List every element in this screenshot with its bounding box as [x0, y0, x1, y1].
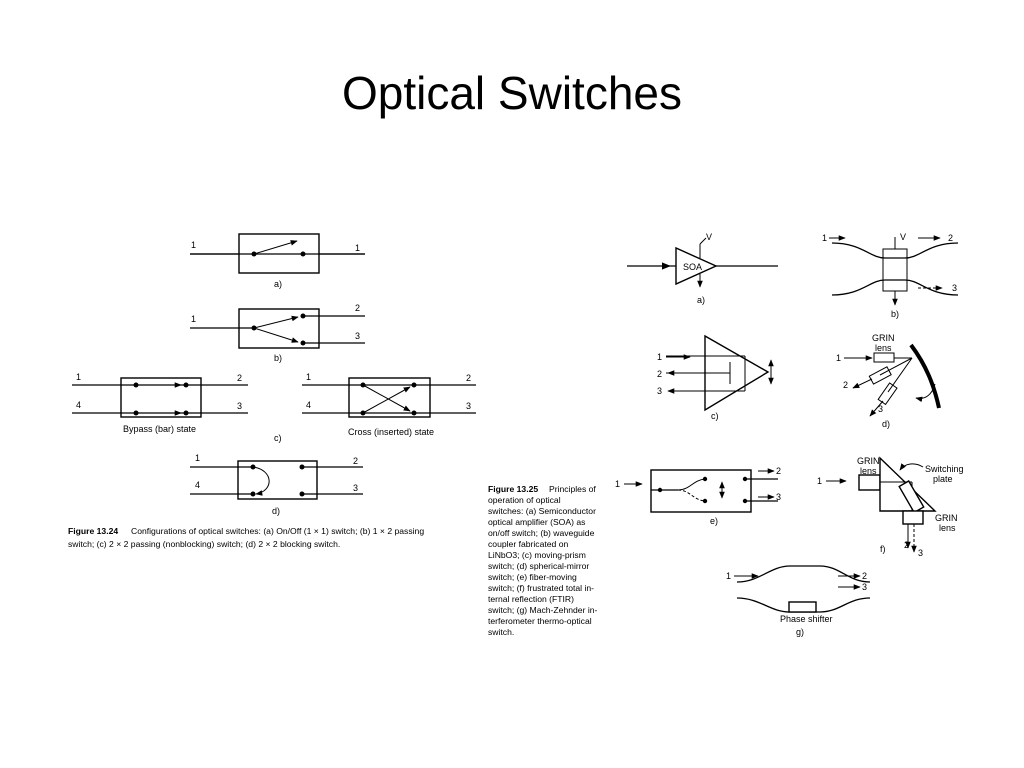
port-label: 1: [657, 352, 662, 362]
lens-label: lens: [939, 523, 956, 533]
port-label: 2: [948, 233, 953, 243]
port-label: 3: [952, 283, 957, 293]
caption-line: terferometer thermo-optical: [488, 616, 592, 626]
switch-b-1x2: 1 2 3 b): [190, 303, 365, 363]
diagram-label: e): [710, 516, 718, 526]
port-label: 3: [466, 401, 471, 411]
spherical-mirror-d: GRIN lens 1 2 3 d): [836, 333, 941, 429]
diagram-label: g): [796, 627, 804, 637]
voltage-label: V: [900, 232, 906, 242]
port-label: 1: [191, 314, 196, 324]
switching-label: Switching: [925, 464, 964, 474]
lens-label: lens: [875, 343, 892, 353]
port-label: 1: [615, 479, 620, 489]
port-label: 2: [237, 373, 242, 383]
diagram-label: b): [891, 309, 899, 319]
port-label: 3: [355, 331, 360, 341]
diagram-label: c): [711, 411, 719, 421]
caption-line: switch; (e) fiber-moving: [488, 572, 577, 582]
port-label: 1: [195, 453, 200, 463]
mach-zehnder-g: 1 2 3 Phase shifter g): [726, 565, 871, 637]
fig-13-25: SOA V a) 1 V 2 3 b) 1 2: [488, 232, 964, 637]
switch-d-blocking: 1 4 2 3 d): [190, 453, 363, 516]
caption-line: switches: (a) Semiconductor: [488, 506, 596, 516]
caption-line: switch; (f) frustrated total in-: [488, 583, 594, 593]
port-label: 2: [466, 373, 471, 383]
switch-c-bypass: 1 4 2 3 Bypass (bar) state: [72, 372, 248, 434]
figure-13-24-caption-line2: switch; (c) 2 × 2 passing (nonblocking) …: [68, 539, 340, 549]
diagram-label: a): [274, 279, 282, 289]
caption-line: optical amplifier (SOA) as: [488, 517, 585, 527]
fiber-moving-e: 1 2 3 e): [615, 466, 781, 526]
port-label: 1: [76, 372, 81, 382]
caption-line: operation of optical: [488, 495, 561, 505]
port-label: 1: [306, 372, 311, 382]
switch-c-cross: 1 4 2 3 Cross (inserted) state: [302, 372, 476, 437]
slide-title: Optical Switches: [341, 67, 682, 119]
port-label: 3: [776, 492, 781, 502]
switch-a-on-off: 1 1 a): [190, 233, 365, 289]
phase-shifter-label: Phase shifter: [780, 614, 833, 624]
caption-line: switch.: [488, 627, 514, 637]
caption-line: Principles of: [549, 484, 596, 494]
port-label: 1: [817, 476, 822, 486]
grin-label: GRIN: [872, 333, 895, 343]
caption-line: switch; (g) Mach-Zehnder in-: [488, 605, 598, 615]
port-label: 3: [353, 483, 358, 493]
fig-13-24: 1 1 a) 1 2 3 b): [68, 233, 476, 549]
port-label: 1: [726, 571, 731, 581]
diagram-label: d): [882, 419, 890, 429]
figure-13-25-caption-title: Figure 13.25: [488, 484, 538, 494]
port-label: 2: [776, 466, 781, 476]
grin-label: GRIN: [935, 513, 958, 523]
port-label: 3: [918, 548, 923, 558]
port-label: 3: [237, 401, 242, 411]
port-label: 3: [862, 582, 867, 592]
port-label: 1: [836, 353, 841, 363]
caption-line: switch; (d) spherical-mirror: [488, 561, 589, 571]
grin-label: GRIN: [857, 456, 880, 466]
diagram-label: a): [697, 295, 705, 305]
figure-13-25-caption: Figure 13.25 Principles of operation of …: [488, 484, 598, 637]
lens-label: lens: [860, 466, 877, 476]
figure-13-24-caption: Figure 13.24: [68, 526, 118, 536]
port-label: 1: [822, 233, 827, 243]
bypass-state-label: Bypass (bar) state: [123, 424, 196, 434]
port-label: 2: [862, 571, 867, 581]
port-label: 2: [904, 540, 909, 550]
port-label: 2: [355, 303, 360, 313]
cross-state-label: Cross (inserted) state: [348, 427, 434, 437]
soa-switch-a: SOA V a): [627, 232, 778, 305]
moving-prism-c: 1 2 3 c): [657, 334, 774, 421]
diagram-label: b): [274, 353, 282, 363]
port-label: 2: [353, 456, 358, 466]
port-label: 2: [657, 369, 662, 379]
voltage-label: V: [706, 232, 712, 242]
port-label: 1: [355, 243, 360, 253]
port-label: 4: [306, 400, 311, 410]
port-label: 2: [843, 380, 848, 390]
diagram-label: d): [272, 506, 280, 516]
figure-13-24-caption-line1: Configurations of optical switches: (a) …: [131, 526, 424, 536]
port-label: 4: [195, 480, 200, 490]
ftir-switch-f: GRIN lens Switching plate 1 2 3 GRIN len…: [817, 456, 964, 558]
port-label: 4: [76, 400, 81, 410]
port-label: 1: [191, 240, 196, 250]
port-label: 3: [657, 386, 662, 396]
waveguide-coupler-b: 1 V 2 3 b): [822, 232, 959, 319]
diagram-label: c): [274, 433, 282, 443]
caption-line: LiNbO3; (c) moving-prism: [488, 550, 586, 560]
diagram-label: f): [880, 544, 886, 554]
caption-line: coupler fabricated on: [488, 539, 568, 549]
caption-line: on/off switch; (b) waveguide: [488, 528, 595, 538]
soa-label: SOA: [683, 262, 702, 272]
port-label: 3: [878, 404, 883, 414]
plate-label: plate: [933, 474, 953, 484]
caption-line: ternal reflection (FTIR): [488, 594, 574, 604]
